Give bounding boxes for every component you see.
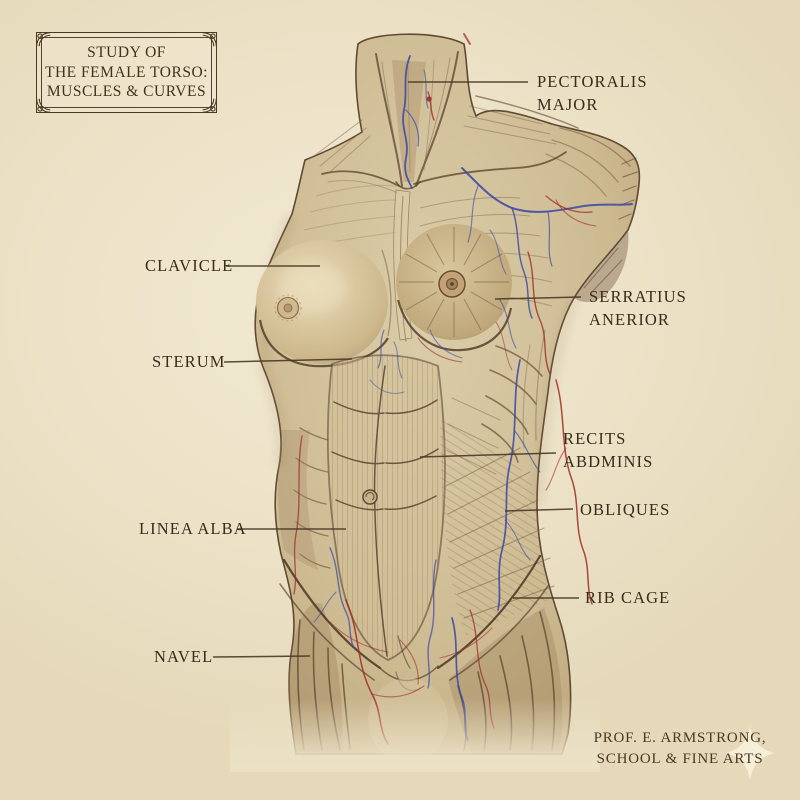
illustration-bottom-fade xyxy=(230,698,600,772)
label-navel: NAVEL xyxy=(154,647,214,666)
blue-veins xyxy=(313,55,633,741)
corner-flourish-icon xyxy=(202,32,217,47)
label-sternum: STERUM xyxy=(152,352,226,371)
corner-flourish-icon xyxy=(36,32,51,47)
label-serratus-anterior: SERRATIUS ANERIOR xyxy=(589,287,687,329)
label-pectoralis-major: PECTORALIS MAJOR xyxy=(537,72,648,114)
label-clavicle: CLAVICLE xyxy=(145,256,234,275)
leader-sternum xyxy=(223,358,353,363)
right-areola xyxy=(438,270,466,298)
title-plate: STUDY OF THE FEMALE TORSO: MUSCLES & CUR… xyxy=(36,32,217,113)
leader-navel xyxy=(212,655,311,658)
plate-title: STUDY OF THE FEMALE TORSO: MUSCLES & CUR… xyxy=(45,44,208,101)
left-breast xyxy=(256,240,392,368)
label-obliques: OBLIQUES xyxy=(580,500,671,519)
neck-muscles xyxy=(313,33,579,190)
label-rectus-abdominis: RECITS ABDMINIS xyxy=(563,429,654,471)
oblique-muscles xyxy=(277,420,555,636)
label-linea-alba: LINEA ALBA xyxy=(139,519,247,538)
sparkle-icon xyxy=(726,726,774,780)
rectus-abdominis xyxy=(326,354,446,661)
leader-lines xyxy=(212,81,582,658)
clavicle-and-shoulders xyxy=(321,127,638,303)
leader-obliques xyxy=(504,508,574,512)
title-plate-inner-border: STUDY OF THE FEMALE TORSO: MUSCLES & CUR… xyxy=(41,37,212,108)
leader-serratus-anterior xyxy=(494,296,582,300)
navel xyxy=(362,489,378,505)
left-nipple xyxy=(274,294,302,322)
corner-flourish-icon xyxy=(202,98,217,113)
artist-credit: PROF. E. ARMSTRONG, SCHOOL & FINE ARTS xyxy=(593,730,767,767)
leader-rectus-abdominis xyxy=(419,452,557,458)
label-rib-cage: RIB CAGE xyxy=(585,588,671,607)
corner-flourish-icon xyxy=(36,98,51,113)
right-breast xyxy=(396,224,513,352)
